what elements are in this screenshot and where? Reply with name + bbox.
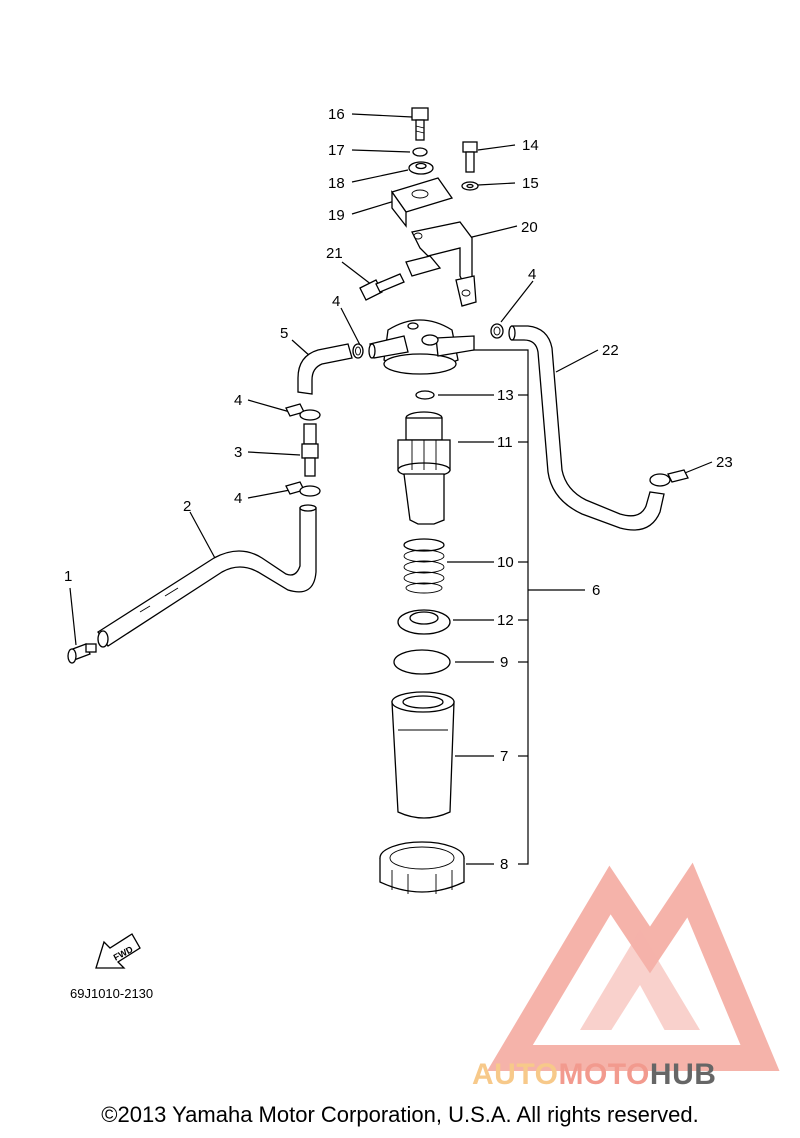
watermark-word-moto: MOTO bbox=[558, 1058, 650, 1091]
callout-2: 2 bbox=[183, 498, 191, 515]
part-17-washer bbox=[412, 147, 428, 157]
callout-12: 12 bbox=[497, 612, 514, 629]
part-22-hose bbox=[508, 325, 665, 531]
part-11-element bbox=[397, 411, 451, 525]
callout-numbers: 16 17 18 19 14 15 20 21 4 4 5 22 23 13 1… bbox=[64, 106, 733, 873]
part-10-spring bbox=[403, 538, 445, 594]
callout-22: 22 bbox=[602, 342, 619, 359]
callout-19: 19 bbox=[328, 207, 345, 224]
part-8-nut bbox=[379, 841, 465, 894]
part-15-washer bbox=[461, 181, 479, 191]
callout-11: 11 bbox=[497, 434, 513, 451]
callout-4-mid-lower: 4 bbox=[234, 490, 242, 507]
watermark-logo bbox=[487, 862, 780, 1071]
part-4-clamp-top-right bbox=[490, 323, 504, 339]
watermark-word-hub: HUB bbox=[649, 1058, 717, 1091]
callout-15: 15 bbox=[522, 175, 539, 192]
part-14-bolt bbox=[462, 141, 478, 173]
leader-lines bbox=[69, 113, 713, 865]
filter-head bbox=[368, 319, 475, 375]
part-1-plug bbox=[67, 643, 97, 664]
part-21-bolt bbox=[359, 273, 405, 301]
part-4-clamp-mid-lower bbox=[285, 481, 321, 497]
callout-21: 21 bbox=[326, 245, 343, 262]
part-3-joint bbox=[301, 423, 319, 477]
part-23-clamp bbox=[649, 469, 689, 487]
callout-18: 18 bbox=[328, 175, 345, 192]
part-5-hose bbox=[297, 343, 353, 395]
callout-1: 1 bbox=[64, 568, 72, 585]
callout-13: 13 bbox=[497, 387, 514, 404]
callout-6: 6 bbox=[592, 582, 600, 599]
watermark-word-auto: AUTO bbox=[472, 1058, 559, 1091]
fwd-arrow: FWD bbox=[95, 933, 141, 969]
callout-14: 14 bbox=[522, 137, 539, 154]
reference-code: 69J1010-2130 bbox=[70, 986, 154, 1001]
callout-10: 10 bbox=[497, 554, 514, 571]
callout-7: 7 bbox=[500, 748, 508, 765]
callout-5: 5 bbox=[280, 325, 288, 342]
part-12-seal bbox=[397, 609, 451, 635]
callout-4-mid-upper: 4 bbox=[234, 392, 242, 409]
part-7-cup bbox=[391, 691, 455, 819]
copyright-notice: ©2013 Yamaha Motor Corporation, U.S.A. A… bbox=[101, 1102, 699, 1127]
callout-9: 9 bbox=[500, 654, 508, 671]
part-19-plate bbox=[390, 177, 454, 228]
callout-3: 3 bbox=[234, 444, 242, 461]
callout-8: 8 bbox=[500, 856, 508, 873]
part-2-hose bbox=[97, 504, 317, 648]
callout-4-top-right: 4 bbox=[528, 266, 536, 283]
part-20-bracket bbox=[405, 221, 477, 307]
watermark-text: AUTOMOTOHUB bbox=[472, 1058, 716, 1092]
part-4-clamp-mid-upper bbox=[285, 403, 321, 421]
part-18-grommet bbox=[408, 161, 434, 175]
part-13-o-ring bbox=[415, 390, 435, 400]
callout-4-top-left: 4 bbox=[332, 293, 340, 310]
part-4-clamp-top-left bbox=[352, 343, 364, 359]
callout-17: 17 bbox=[328, 142, 345, 159]
part-9-o-ring bbox=[393, 649, 451, 675]
part-16-bolt bbox=[411, 107, 429, 141]
callout-23: 23 bbox=[716, 454, 733, 471]
callout-16: 16 bbox=[328, 106, 345, 123]
callout-20: 20 bbox=[521, 219, 538, 236]
